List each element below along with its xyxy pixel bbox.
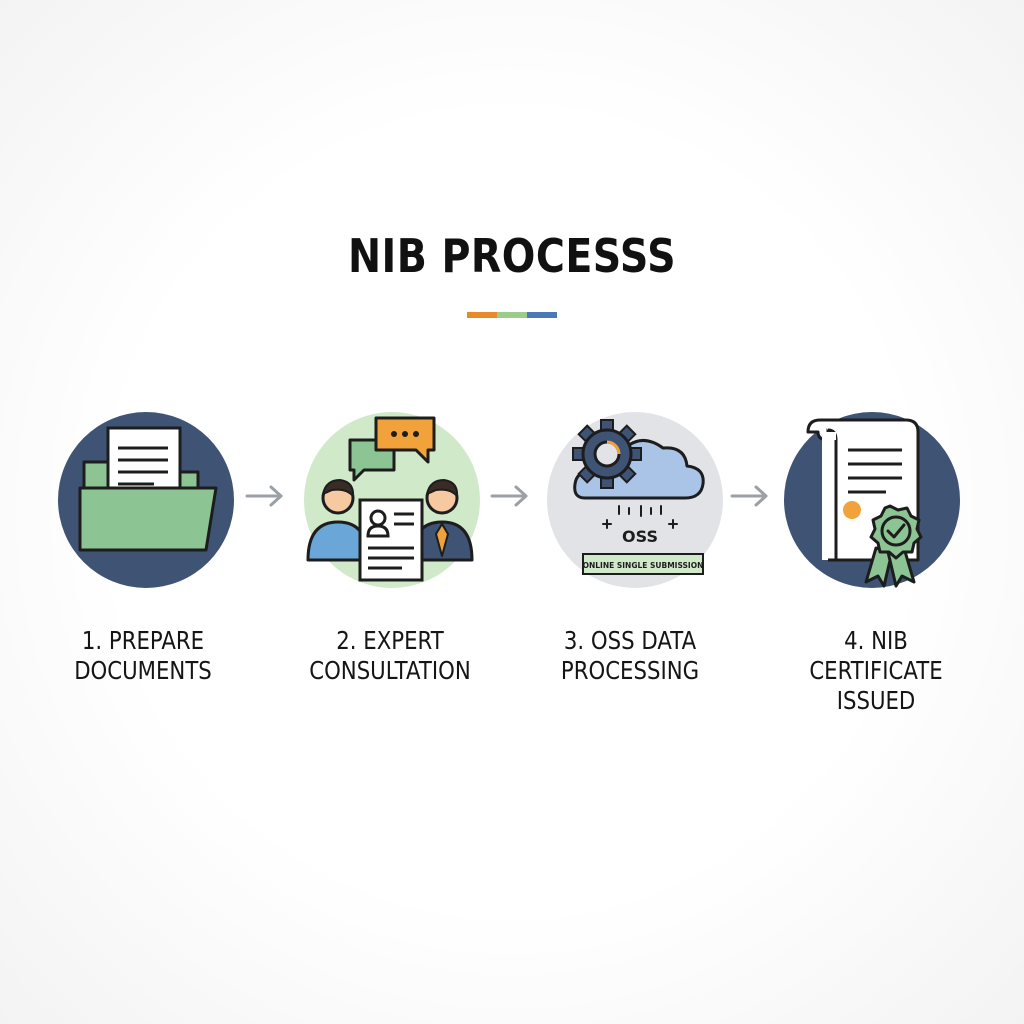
step-3-label-line2: PROCESSING — [560, 656, 700, 685]
arrow-right-icon — [488, 482, 532, 510]
consultation-icon — [302, 410, 482, 590]
step-4-label: 4. NIB CERTIFICATE ISSUED — [774, 626, 978, 716]
step-1-label: 1. PREPARE DOCUMENTS — [41, 626, 245, 686]
step-4-label-line1: 4. NIB — [844, 626, 908, 655]
folder-documents-icon — [56, 410, 236, 590]
certificate-icon — [782, 410, 962, 590]
cloud-gear-icon: OSS ONLINE SINGLE SUBMISSION — [545, 410, 725, 590]
step-3-label-line1: 3. OSS DATA — [563, 626, 697, 655]
step-2-label: 2. EXPERT CONSULTATION — [288, 626, 492, 686]
oss-banner-text: ONLINE SINGLE SUBMISSION — [583, 561, 704, 570]
title-accent-bar — [467, 312, 557, 318]
accent-segment-blue — [527, 312, 557, 318]
arrow-right-icon — [243, 482, 287, 510]
arrow-right-icon — [728, 482, 772, 510]
step-2-label-line2: CONSULTATION — [309, 656, 471, 685]
step-1-label-line2: DOCUMENTS — [74, 656, 212, 685]
page-title: NIB PROCESSS — [348, 229, 676, 283]
step-4-label-line2: CERTIFICATE ISSUED — [809, 656, 943, 715]
step-2-label-line1: 2. EXPERT — [336, 626, 444, 655]
step-1-label-line1: 1. PREPARE — [81, 626, 205, 655]
step-3-label: 3. OSS DATA PROCESSING — [528, 626, 732, 686]
oss-icon-text: OSS — [622, 527, 658, 546]
accent-segment-green — [497, 312, 527, 318]
accent-segment-orange — [467, 312, 497, 318]
